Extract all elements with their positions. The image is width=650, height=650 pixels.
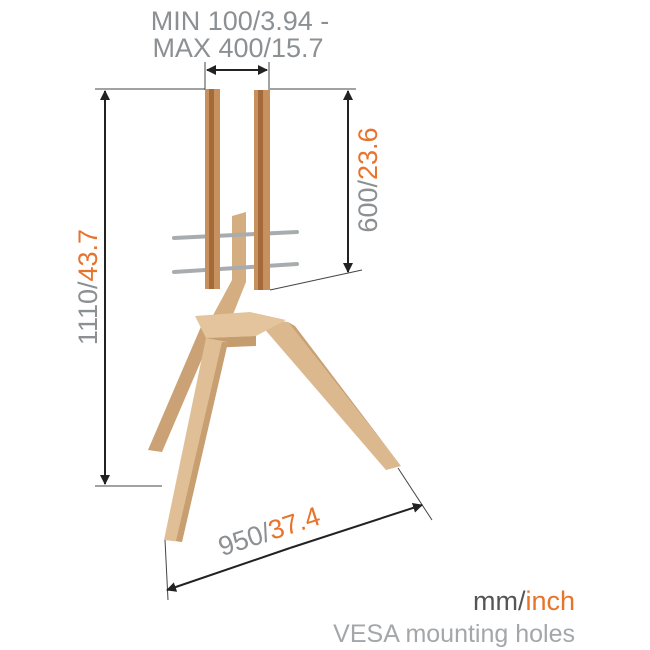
vesa-caption: VESA mounting holes [333, 620, 575, 648]
vesa-height-dimension: 600/23.6 [353, 127, 383, 232]
height-dimension: 1110/43.7 [73, 229, 103, 345]
vesa-width-label-max: MAX 400/15.7 [152, 33, 323, 63]
dimension-lines [95, 62, 433, 601]
dimension-arrows [100, 65, 423, 592]
units-legend: mm/inch [473, 586, 575, 617]
wooden-stand [148, 89, 401, 542]
vesa-width-label-min: MIN 100/3.94 - [151, 6, 330, 36]
units-inch: inch [525, 586, 575, 616]
units-mm: mm/ [472, 586, 526, 616]
width-dimension: 950/37.4 [215, 501, 324, 562]
